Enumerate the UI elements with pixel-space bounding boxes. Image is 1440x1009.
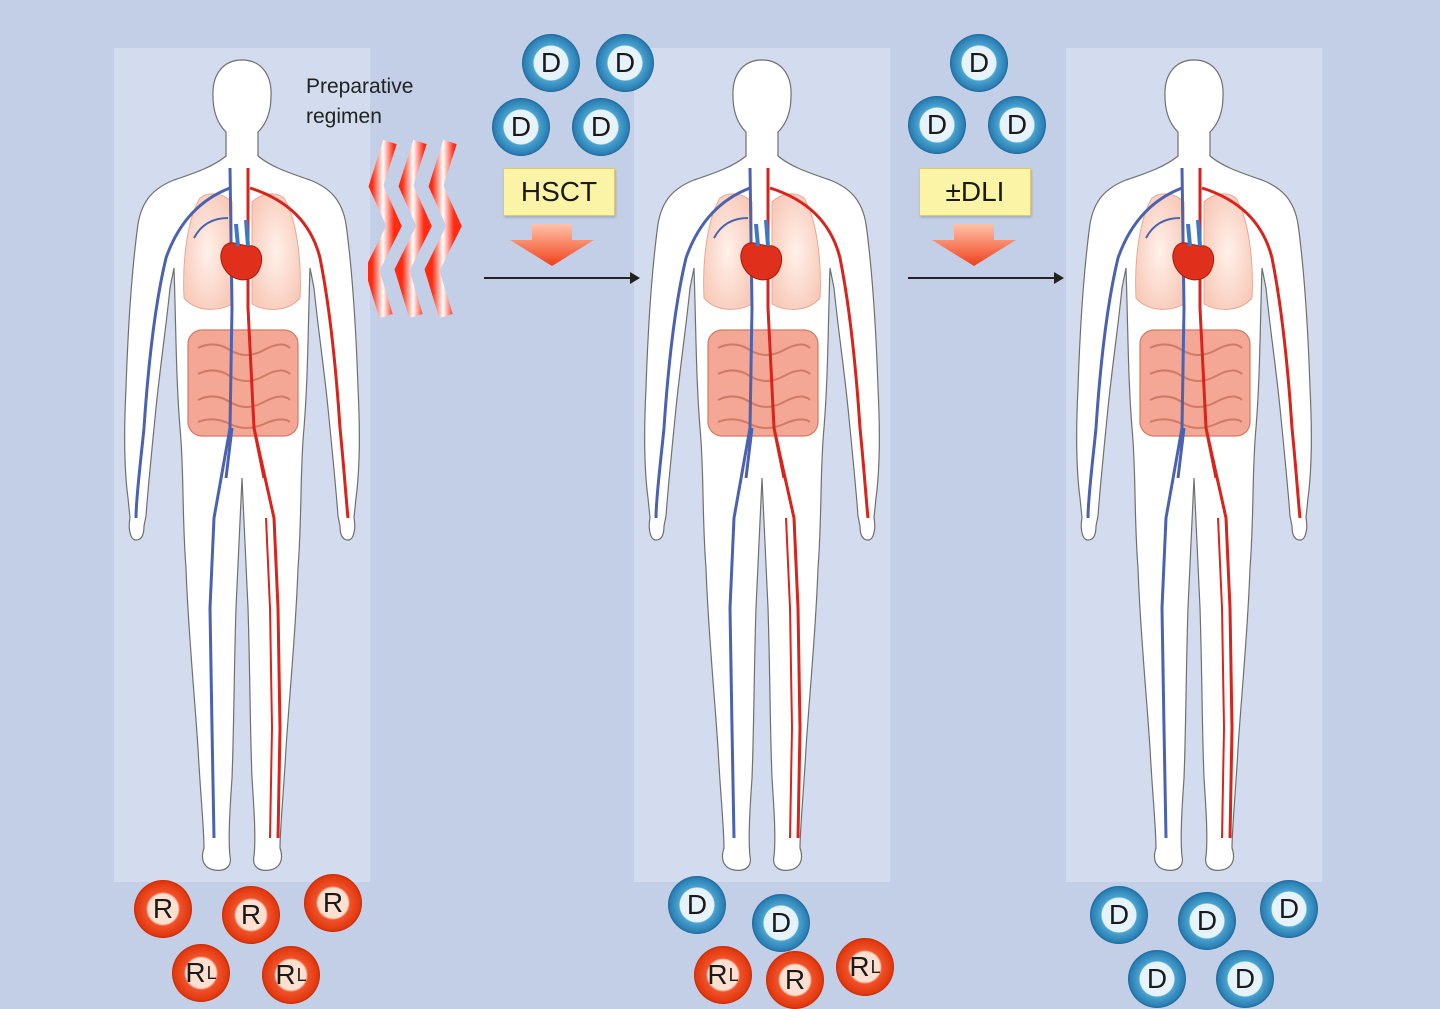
donor-cell: D <box>1128 950 1186 1008</box>
donor-cell: D <box>908 96 966 154</box>
donor-cell: D <box>492 98 550 156</box>
recipient-cell: R <box>222 886 280 944</box>
regimen-label-line-1: Preparative <box>306 75 414 98</box>
donor-cell: D <box>596 34 654 92</box>
body-figure-1 <box>122 58 362 873</box>
recipient-cell: R <box>134 880 192 938</box>
donor-cell: D <box>950 34 1008 92</box>
body-figure-2 <box>642 58 882 873</box>
preparative-regimen-label: Preparative regimen <box>306 72 446 132</box>
donor-cell: D <box>1090 886 1148 944</box>
dli-label-box: ±DLI <box>919 168 1031 216</box>
donor-cell: D <box>1260 880 1318 938</box>
donor-cell: D <box>668 876 726 934</box>
recipient-cell: R <box>766 951 824 1009</box>
radiation-zigzag-icon <box>368 140 462 319</box>
donor-cell: D <box>1178 892 1236 950</box>
donor-cell: D <box>988 96 1046 154</box>
regimen-label-line-2: regimen <box>306 105 382 128</box>
donor-cell: D <box>752 894 810 952</box>
recipient-cell: R <box>304 874 362 932</box>
hsct-label-box: HSCT <box>503 168 615 216</box>
hsct-transfer-arrow <box>484 224 640 284</box>
body-figure-3 <box>1074 58 1314 873</box>
donor-cell: D <box>522 34 580 92</box>
donor-cell: D <box>1216 950 1274 1008</box>
dli-transfer-arrow <box>908 224 1064 284</box>
donor-cell: D <box>572 98 630 156</box>
